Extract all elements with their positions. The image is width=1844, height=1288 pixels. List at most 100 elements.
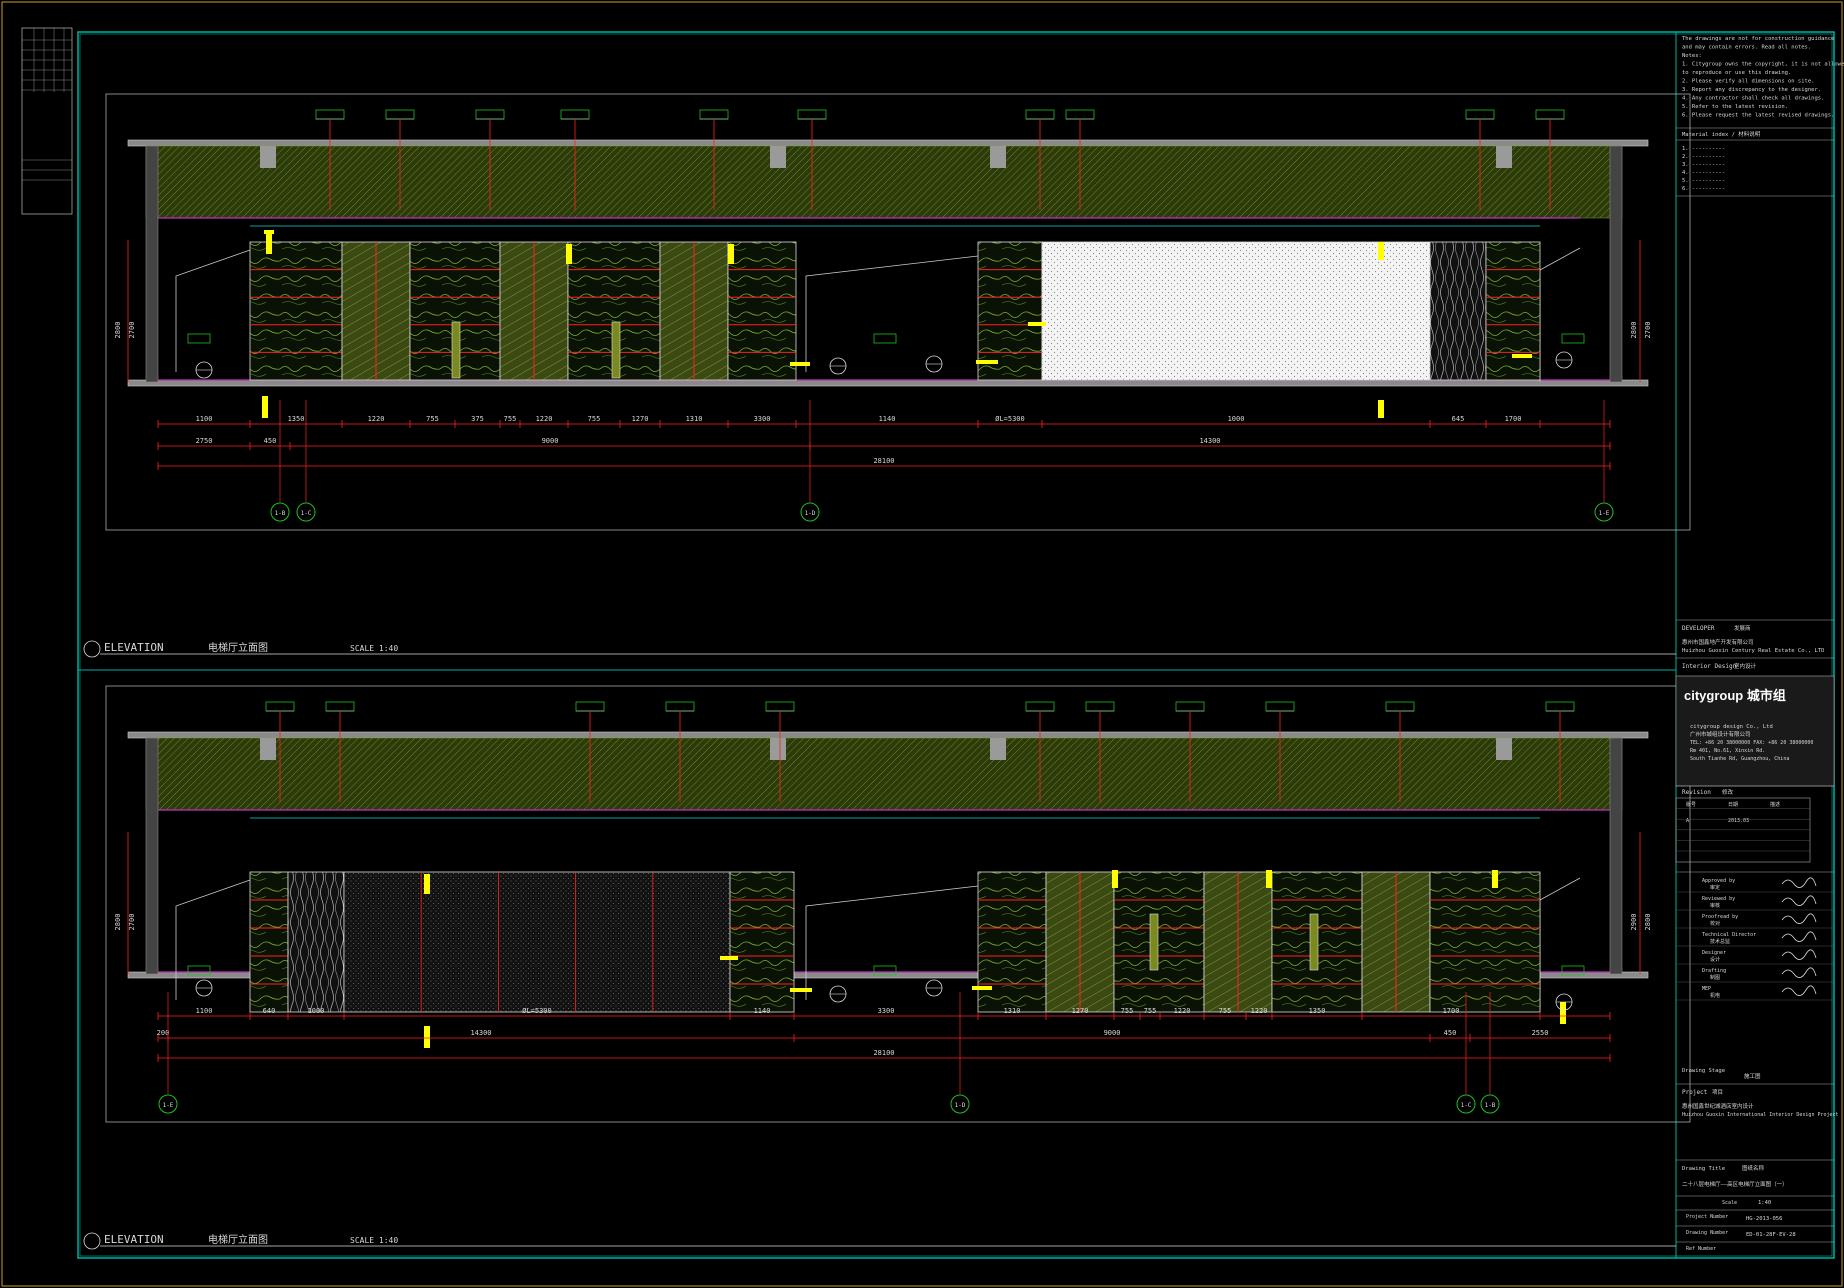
approval-role: Technical Director <box>1702 932 1756 938</box>
section-marker <box>262 396 268 418</box>
section-marker <box>972 986 992 990</box>
grid-label: 1-E <box>1599 510 1610 517</box>
dimension-value: 1100 <box>196 1007 213 1015</box>
drawing-stage-label: Drawing Stage <box>1682 1068 1725 1074</box>
company-addr: Rm 401, No.61, Xinxin Rd. <box>1690 748 1765 754</box>
company-en: citygroup design Co., Ltd <box>1690 724 1773 730</box>
project-name-cn: 惠州国鑫世纪城酒店室内设计 <box>1682 1102 1754 1110</box>
general-note: to reproduce or use this drawing. <box>1682 70 1791 76</box>
drawing-number-value: ED-01-28F-EV-28 <box>1746 1232 1796 1238</box>
material-tag <box>1265 701 1295 712</box>
general-note: The drawings are not for construction gu… <box>1682 36 1834 42</box>
side-return <box>175 879 251 1000</box>
material-tag <box>1535 109 1565 120</box>
dimension-total: 28100 <box>873 457 894 465</box>
dimension-value: 1000 <box>1228 415 1245 423</box>
approval-role: Drafting <box>1702 968 1726 974</box>
company-cn: 广州市城组设计有限公司 <box>1690 730 1751 738</box>
elevation-scale: SCALE 1:40 <box>350 644 398 653</box>
developer-name-en: Huizhou Guoxin Century Real Estate Co., … <box>1682 648 1824 654</box>
scale-label: Scale <box>1722 1200 1737 1206</box>
side-return <box>1539 247 1581 382</box>
material-note: 4. ---------- <box>1682 170 1725 176</box>
revision-label: Revision <box>1682 789 1711 796</box>
ceiling-slab <box>127 731 1649 739</box>
general-note: 3. Report any discrepancy to the designe… <box>1682 87 1821 93</box>
signature <box>1781 985 1817 996</box>
wood-grain-panel <box>287 871 345 1013</box>
material-tag <box>1465 109 1495 120</box>
section-marker <box>264 230 274 234</box>
dimension-total: 28100 <box>873 1049 894 1057</box>
section-marker <box>720 956 738 960</box>
dimension-value: 14300 <box>1199 437 1220 445</box>
height-value: 2700 <box>1644 322 1652 339</box>
revision-cell: A <box>1686 818 1689 824</box>
ceiling-void-hatch <box>145 737 1623 811</box>
beam-drop <box>770 146 786 168</box>
material-tag <box>797 109 827 120</box>
zone-label <box>187 965 211 976</box>
dimension-value: 1220 <box>1174 1007 1191 1015</box>
dimension-value: 450 <box>1444 1029 1457 1037</box>
general-note: 1. Citygroup owns the copyright, it is n… <box>1682 62 1844 68</box>
material-note: 3. ---------- <box>1682 162 1725 168</box>
grid-bubble <box>1480 1094 1500 1114</box>
material-tag <box>265 701 295 712</box>
elevation-subtitle: 电梯厅立面图 <box>208 1233 268 1246</box>
material-tag <box>699 109 729 120</box>
general-note: and may contain errors. Read all notes. <box>1682 45 1811 51</box>
material-tag <box>1175 701 1205 712</box>
side-return <box>1539 877 1581 1010</box>
material-tag <box>665 701 695 712</box>
elevation-viewport <box>105 93 1691 531</box>
developer-cn: 发展商 <box>1734 624 1751 632</box>
material-tag <box>1545 701 1575 712</box>
beam-drop <box>260 738 276 760</box>
marble-panel <box>249 871 289 1013</box>
zone-label <box>1561 965 1585 976</box>
material-tag <box>475 109 505 120</box>
dimension-value: 645 <box>1452 415 1465 423</box>
right-side-wall <box>1609 737 1623 975</box>
approval-role-cn: 设计 <box>1710 956 1720 963</box>
approval-role-cn: 机电 <box>1710 992 1720 999</box>
material-tag <box>1065 109 1095 120</box>
dimension-value: 1220 <box>368 415 385 423</box>
dimension-value: 755 <box>426 415 439 423</box>
side-return <box>805 885 979 1000</box>
beam-drop <box>990 146 1006 168</box>
approval-role-cn: 技术总监 <box>1710 938 1730 945</box>
material-note: 5. ---------- <box>1682 178 1725 184</box>
beam-drop <box>990 738 1006 760</box>
section-marker <box>1266 870 1272 888</box>
sheet-frame <box>77 31 1835 1259</box>
height-value: 2800 <box>1644 914 1652 931</box>
feature-wall-panel <box>343 871 731 1013</box>
project-name-en: Huizhou Guoxin International Interior De… <box>1682 1112 1839 1118</box>
project-number-label: Project Number <box>1686 1214 1728 1220</box>
grid-label: 1-D <box>955 1102 966 1109</box>
side-return <box>175 249 251 372</box>
general-note: 6. Please request the latest revised dra… <box>1682 113 1834 119</box>
elevation-subtitle: 电梯厅立面图 <box>208 641 268 654</box>
grid-label: 1-C <box>1461 1102 1472 1109</box>
dimension-value: 755 <box>1121 1007 1134 1015</box>
signature <box>1781 913 1817 924</box>
section-marker <box>1378 400 1384 418</box>
dimension-value: 755 <box>504 415 517 423</box>
grid-bubble <box>950 1094 970 1114</box>
company-logo: citygroup 城市组 <box>1684 688 1786 703</box>
project-cn: 项目 <box>1712 1089 1723 1096</box>
section-marker <box>424 874 430 894</box>
side-return <box>805 255 979 372</box>
material-tag <box>1025 701 1055 712</box>
general-note: 5. Refer to the latest revision. <box>1682 104 1788 110</box>
material-note: 1. ---------- <box>1682 146 1725 152</box>
signature <box>1781 967 1817 978</box>
material-tag <box>1085 701 1115 712</box>
sheet-frame-inner <box>79 33 1833 1257</box>
signature <box>1781 877 1817 888</box>
revision-col: 版号 <box>1686 801 1696 808</box>
dimension-value: 3300 <box>754 415 771 423</box>
